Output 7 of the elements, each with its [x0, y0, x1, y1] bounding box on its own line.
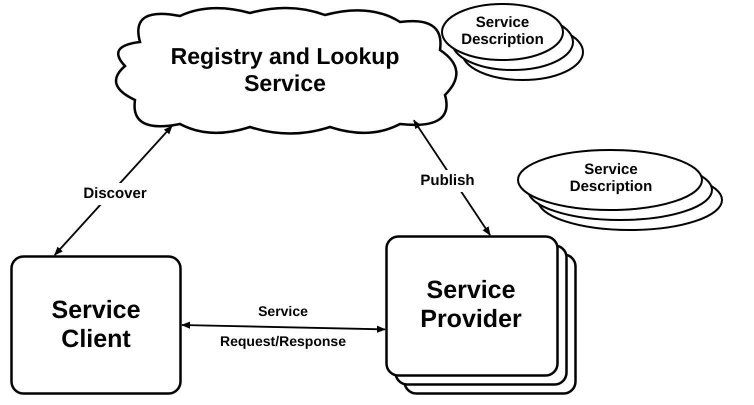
double-arrow [181, 322, 386, 333]
node-label: Service Provider [419, 276, 523, 334]
edge-label: Service Request/Response [218, 302, 348, 351]
node-label: Service Client [50, 296, 142, 354]
node-label: Registry and Lookup Service [170, 43, 400, 97]
node-label: Service Description [460, 14, 545, 48]
node-label: Service Description [568, 161, 654, 195]
